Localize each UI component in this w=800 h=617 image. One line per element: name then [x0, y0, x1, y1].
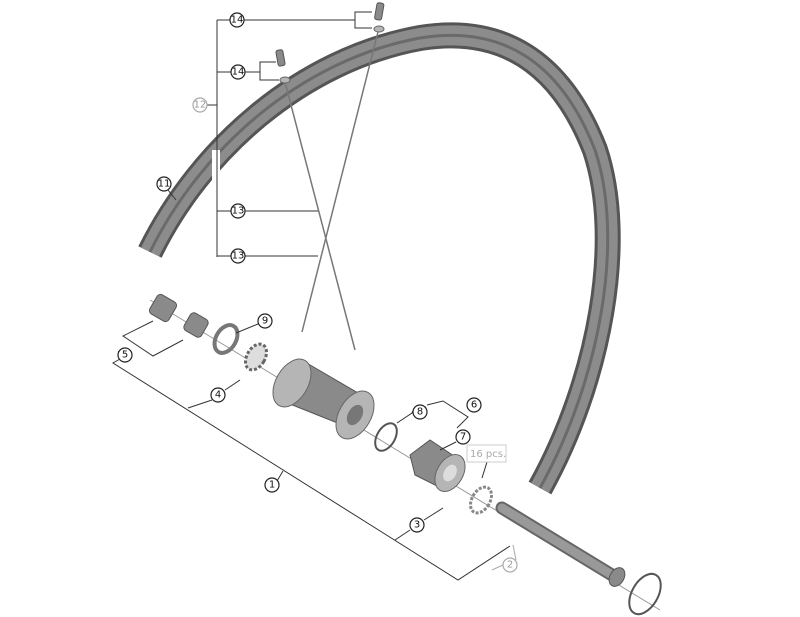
svg-text:14: 14: [232, 67, 245, 78]
callout-12-spoke-set: 12: [192, 97, 208, 113]
svg-text:5: 5: [122, 350, 128, 361]
axle-part: [495, 501, 626, 587]
hub-parts: [148, 293, 662, 616]
callout-11-rim: 11: [156, 176, 172, 192]
svg-text:9: 9: [262, 316, 268, 327]
bearing-part: [244, 342, 268, 372]
callout-3-steel-balls: 3: [409, 517, 425, 533]
leader-lines: [112, 11, 517, 581]
o-ring-part: [374, 422, 398, 452]
svg-text:16 pcs.: 16 pcs.: [470, 449, 506, 460]
callout-7-freehub-body: 7: [455, 429, 471, 445]
callout-13-spoke-2: 13: [230, 248, 246, 264]
svg-text:14: 14: [231, 15, 244, 26]
hub-body-part: [272, 358, 375, 440]
callout-9-washer: 9: [257, 313, 273, 329]
svg-text:7: 7: [460, 432, 466, 443]
steel-balls-part: [469, 485, 493, 515]
rim: [138, 22, 621, 495]
lock-nut-part: [183, 312, 209, 338]
svg-text:13: 13: [232, 251, 245, 262]
svg-text:12: 12: [194, 100, 207, 111]
callout-8-o-ring: 8: [412, 404, 428, 420]
svg-text:11: 11: [158, 179, 171, 190]
end-o-ring-part: [628, 572, 662, 616]
callout-2-axle: 2: [502, 557, 518, 573]
svg-text:6: 6: [471, 400, 477, 411]
ball-count-note: 16 pcs.: [466, 444, 507, 463]
svg-text:2: 2: [507, 560, 513, 571]
svg-text:3: 3: [414, 520, 420, 531]
svg-text:13: 13: [232, 206, 245, 217]
callout-13-spoke: 13: [230, 203, 246, 219]
callout-5-lock-nut-set: 5: [117, 347, 133, 363]
dust-cap-part: [148, 293, 178, 323]
spokes: [284, 31, 379, 351]
callout-14-nipple: 14: [230, 64, 246, 80]
svg-text:4: 4: [215, 390, 221, 401]
svg-text:8: 8: [417, 407, 423, 418]
spoke-nipples: [275, 2, 385, 84]
callout-6-freehub-set: 6: [466, 397, 482, 413]
washer-part: [212, 323, 240, 355]
callout-1-hub-assembly: 1: [264, 477, 280, 493]
svg-text:1: 1: [269, 480, 275, 491]
callout-4-bearing: 4: [210, 387, 226, 403]
freehub-body-part: [409, 439, 466, 492]
callout-14-nipple-top: 14: [229, 12, 245, 28]
